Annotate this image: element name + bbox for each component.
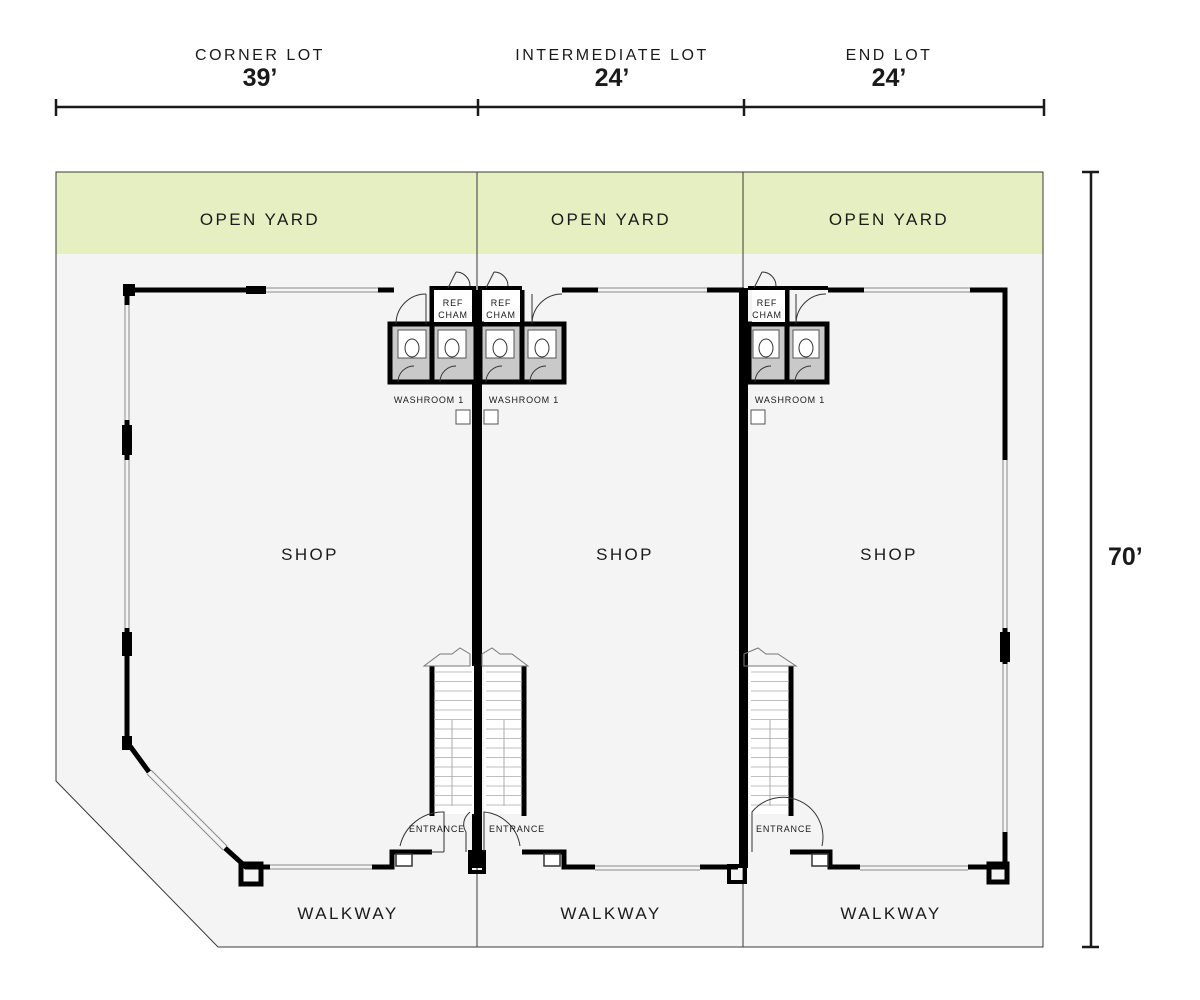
- walkway-label-corner: WALKWAY: [297, 904, 398, 923]
- party-wall-right: [739, 288, 748, 868]
- washroom-block-left: [387, 286, 479, 385]
- corner-lot-header: CORNER LOT 39’: [110, 47, 410, 91]
- wall-stubs: [122, 284, 266, 750]
- open-yard-band: [56, 172, 1043, 254]
- depth-dimension-label: 70’: [1108, 543, 1143, 571]
- end-lot-width: 24’: [871, 64, 907, 92]
- party-wall-left-foot: [468, 850, 486, 874]
- washroom-label-corner: WASHROOM 1: [394, 395, 464, 405]
- washroom-label-end: WASHROOM 1: [755, 395, 825, 405]
- intermediate-lot-header: INTERMEDIATE LOT 24’: [462, 47, 762, 91]
- end-column: [986, 861, 1010, 885]
- shop-label-corner: SHOP: [281, 545, 339, 564]
- entrance-label-end: ENTRANCE: [756, 824, 812, 834]
- depth-dimension-line: [1082, 170, 1099, 949]
- washroom-block-right: [746, 286, 830, 385]
- party-wall-left: [472, 290, 482, 868]
- ref-cham-label-intermediate-1: REF: [491, 298, 511, 308]
- entrance-label-intermediate: ENTRANCE: [489, 824, 545, 834]
- open-yard-label-intermediate: OPEN YARD: [551, 210, 671, 229]
- walkway-label-end: WALKWAY: [840, 904, 941, 923]
- washroom-label-intermediate: WASHROOM 1: [489, 395, 559, 405]
- intermediate-lot-name: INTERMEDIATE LOT: [515, 47, 709, 64]
- corner-lot-name: CORNER LOT: [195, 47, 325, 64]
- windows: [124, 287, 1008, 871]
- washroom-block-middle: [477, 286, 567, 385]
- ref-cham-label-corner-1: REF: [443, 298, 463, 308]
- open-yard-label-end: OPEN YARD: [829, 210, 949, 229]
- corner-lot-width: 39’: [242, 64, 278, 92]
- ref-cham-label-end-2: CHAM: [752, 310, 782, 320]
- entrance-label-corner: ENTRANCE: [409, 824, 465, 834]
- floor-traps: [455, 409, 766, 425]
- staircases: [422, 647, 798, 816]
- stair-treads: [434, 671, 789, 806]
- end-lot-name: END LOT: [845, 47, 933, 64]
- open-yard-label-corner: OPEN YARD: [200, 210, 320, 229]
- washroom-doors: [397, 365, 812, 383]
- intermediate-lot-width: 24’: [594, 64, 630, 92]
- entrance-doors: [399, 796, 824, 853]
- ref-cham-label-intermediate-2: CHAM: [486, 310, 516, 320]
- shop-label-end: SHOP: [860, 545, 918, 564]
- frontage-fixtures: [395, 853, 829, 867]
- shop-label-intermediate: SHOP: [596, 545, 654, 564]
- site-floor: [56, 254, 1043, 947]
- end-lot-header: END LOT 24’: [739, 47, 1039, 91]
- end-wall-stub: [1000, 632, 1010, 662]
- walkway-label-intermediate: WALKWAY: [560, 904, 661, 923]
- corner-column: [238, 861, 264, 887]
- width-dimension-line: [54, 99, 1046, 116]
- rear-doors: [447, 271, 777, 289]
- ref-cham-label-end-1: REF: [757, 298, 777, 308]
- party-wall-right-foot: [727, 864, 747, 884]
- ref-cham-label-corner-2: CHAM: [438, 310, 468, 320]
